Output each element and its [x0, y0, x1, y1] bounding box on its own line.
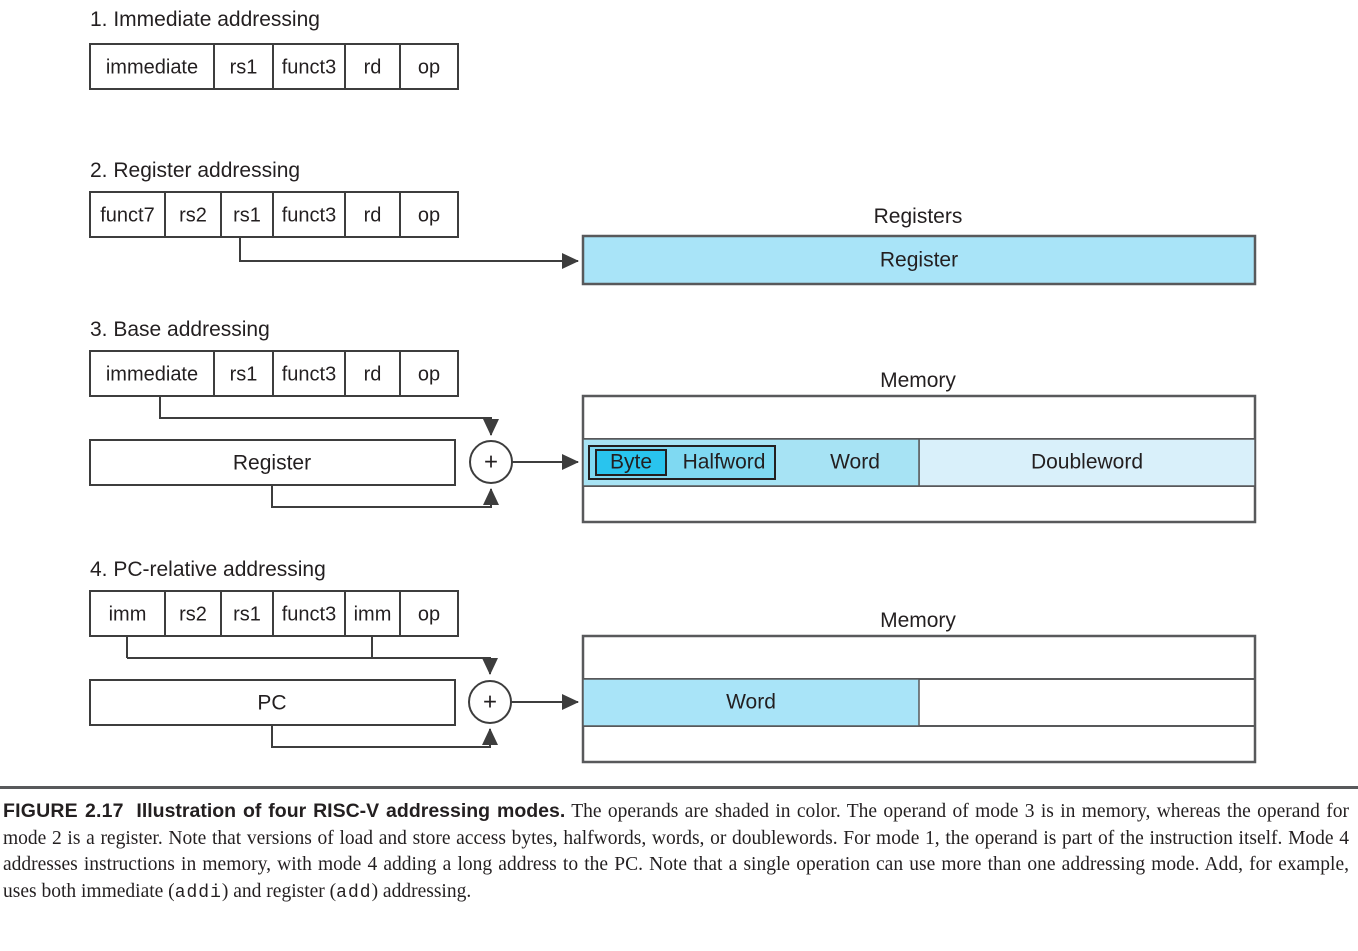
field-funct7 [89, 191, 166, 238]
field-op-label: op [418, 204, 440, 226]
mode-3-instruction-format: immediate rs1 funct3 rd op [89, 350, 459, 397]
field-op-label: op [418, 603, 440, 625]
register-cell [581, 234, 1257, 286]
figure-number: FIGURE 2.17 [3, 800, 124, 822]
memory-cell-word [582, 678, 920, 727]
field-imm-lo-label: imm [354, 603, 392, 625]
field-rs2 [164, 191, 222, 238]
mode-3-title: 3. Base addressing [90, 318, 270, 341]
mode-4-instruction-format: imm rs2 rs1 funct3 imm op [89, 590, 459, 637]
field-rs1-label: rs1 [233, 603, 261, 625]
memory-cell-word-label: Word [830, 451, 880, 474]
memory-cell-byte [595, 449, 667, 476]
field-rs1-label: rs1 [230, 363, 258, 385]
memory-cell-byte-label: Byte [610, 451, 652, 474]
field-funct3-label: funct3 [282, 363, 336, 385]
caption-body-3: ) addressing. [371, 880, 472, 902]
field-funct3 [272, 350, 346, 397]
mode-1-group: 1. Immediate addressing immediate rs1 fu… [89, 8, 459, 90]
field-rs1-label: rs1 [233, 204, 261, 226]
field-op-label: op [418, 56, 440, 78]
mode-3-wire-immediate-to-adder [159, 396, 499, 436]
adder-plus-label: + [483, 688, 497, 715]
field-rs1-label: rs1 [230, 56, 258, 78]
mode-2-registers-block: Registers Register [581, 205, 1257, 286]
caption-body-2: ) and register ( [221, 880, 337, 902]
mode-4-wire-pc-to-adder [271, 725, 498, 748]
field-rs2-label: rs2 [179, 603, 207, 625]
mode-3-base-register-label: Register [233, 452, 311, 475]
field-op-label: op [418, 363, 440, 385]
field-rs1 [220, 590, 274, 637]
field-op [399, 350, 459, 397]
mode-4-pc-label: PC [257, 692, 286, 715]
field-funct7-label: funct7 [100, 204, 154, 226]
memory-cell-word-label: Word [726, 691, 776, 714]
field-immediate-label: immediate [106, 363, 198, 385]
field-op [399, 590, 459, 637]
field-rd-label: rd [364, 204, 382, 226]
mode-2-title: 2. Register addressing [90, 159, 300, 182]
field-rd-label: rd [364, 56, 382, 78]
field-op [399, 43, 459, 90]
caption-mono-addi: addi [174, 882, 222, 903]
figure-caption: FIGURE 2.17 Illustration of four RISC-V … [0, 786, 1358, 906]
field-immediate-label: immediate [106, 56, 198, 78]
memory-header: Memory [880, 369, 956, 392]
mode-4-memory-block: Memory Word [581, 609, 1257, 764]
field-funct3 [272, 43, 346, 90]
field-funct3-label: funct3 [282, 603, 336, 625]
caption-mono-add: add [336, 882, 372, 903]
field-funct3 [272, 191, 346, 238]
mode-4-group: 4. PC-relative addressing imm rs2 rs1 fu… [89, 558, 1257, 764]
field-funct3-label: funct3 [282, 204, 336, 226]
mode-4-wire-imm-bus-to-adder [127, 657, 498, 675]
field-rs2-label: rs2 [179, 204, 207, 226]
adder-plus-label: + [484, 448, 498, 475]
field-rs1 [213, 350, 274, 397]
caption-rule [0, 786, 1358, 789]
field-funct3-label: funct3 [282, 56, 336, 78]
mode-1-title: 1. Immediate addressing [90, 8, 320, 31]
mode-4-adder: + [468, 680, 512, 724]
registers-header: Registers [874, 205, 963, 228]
memory-cell-doubleword-label: Doubleword [1031, 451, 1143, 474]
mode-3-wire-register-to-adder [271, 485, 499, 508]
field-immediate [89, 350, 215, 397]
field-op [399, 191, 459, 238]
field-rd-label: rd [364, 363, 382, 385]
field-rs1 [213, 43, 274, 90]
mode-3-memory-block: Memory Doubleword Word Halfword Byte [581, 369, 1257, 524]
mode-2-wire-rs1-to-registers [239, 237, 579, 269]
field-rd [344, 191, 401, 238]
mode-2-instruction-format: funct7 rs2 rs1 funct3 rd op [89, 191, 459, 238]
mode-1-instruction-format: immediate rs1 funct3 rd op [89, 43, 459, 90]
memory-cell-halfword-label: Halfword [683, 451, 766, 474]
mode-2-group: 2. Register addressing funct7 rs2 rs1 fu… [89, 159, 1257, 286]
mode-3-group: 3. Base addressing immediate rs1 funct3 … [89, 318, 1257, 524]
addressing-modes-diagram: 1. Immediate addressing immediate rs1 fu… [89, 8, 1257, 764]
field-imm-hi-label: imm [109, 603, 147, 625]
caption-text: FIGURE 2.17 Illustration of four RISC-V … [0, 798, 1352, 906]
figure-title: Illustration of four RISC-V addressing m… [136, 800, 566, 822]
field-rs2 [164, 590, 222, 637]
mode-3-adder: + [469, 440, 513, 484]
mode-4-title: 4. PC-relative addressing [90, 558, 326, 581]
memory-header: Memory [880, 609, 956, 632]
register-cell-label: Register [880, 249, 958, 272]
caption-body-1: The operands are shaded in color. The op… [3, 801, 1349, 902]
